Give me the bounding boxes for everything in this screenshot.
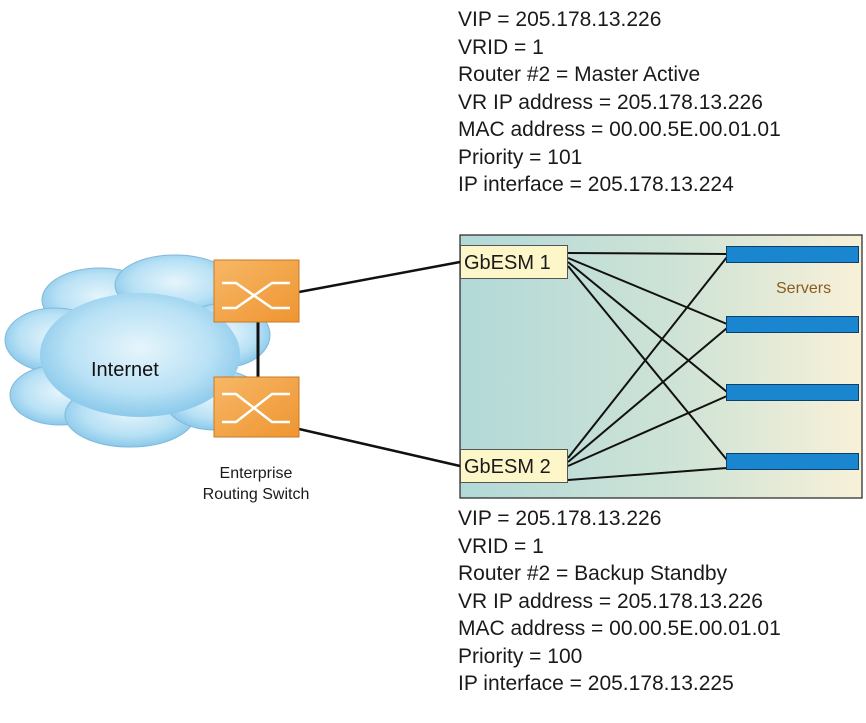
backup-vr-ip: VR IP address = 205.178.13.226 xyxy=(458,589,763,613)
server-2 xyxy=(726,316,859,333)
server-3 xyxy=(726,384,859,401)
master-vrid: VRID = 1 xyxy=(458,35,544,59)
master-mac: MAC address = 00.00.5E.00.01.01 xyxy=(458,118,781,141)
backup-info-block: VIP = 205.178.13.226 VRID = 1 Router #2 … xyxy=(458,505,781,698)
master-router-state: Router #2 = Master Active xyxy=(458,63,701,86)
internet-cloud xyxy=(4,254,271,448)
master-vip: VIP = 205.178.13.226 xyxy=(458,8,662,31)
master-ip-interface: IP interface = 205.178.13.224 xyxy=(458,173,734,196)
master-info-block: VIP = 205.178.13.226 VRID = 1 Router #2 … xyxy=(458,6,781,199)
esm1-server-links xyxy=(567,252,728,461)
esm2-server-links xyxy=(567,256,728,481)
server-1 xyxy=(726,246,859,263)
gbesm-1-label: GbESM 1 xyxy=(460,245,568,279)
servers-label: Servers xyxy=(776,280,832,297)
backup-priority: Priority = 100 xyxy=(458,644,583,668)
server-4 xyxy=(726,453,859,470)
internet-label: Internet xyxy=(91,359,159,381)
enterprise-switch-bottom xyxy=(213,376,300,438)
backup-mac: MAC address = 00.00.5E.00.01.01 xyxy=(458,617,781,640)
switch-label-line2: Routing Switch xyxy=(202,486,310,503)
enterprise-switch-top xyxy=(213,259,300,323)
master-vr-ip: VR IP address = 205.178.13.226 xyxy=(458,90,763,114)
backup-ip-interface: IP interface = 205.178.13.225 xyxy=(458,672,734,695)
switch-label-line1: Enterprise xyxy=(219,465,293,482)
gbesm-2-label: GbESM 2 xyxy=(460,449,568,483)
master-priority: Priority = 101 xyxy=(458,145,583,169)
backup-vrid: VRID = 1 xyxy=(458,534,544,558)
backup-vip: VIP = 205.178.13.226 xyxy=(458,507,662,530)
backup-router-state: Router #2 = Backup Standby xyxy=(458,562,728,585)
